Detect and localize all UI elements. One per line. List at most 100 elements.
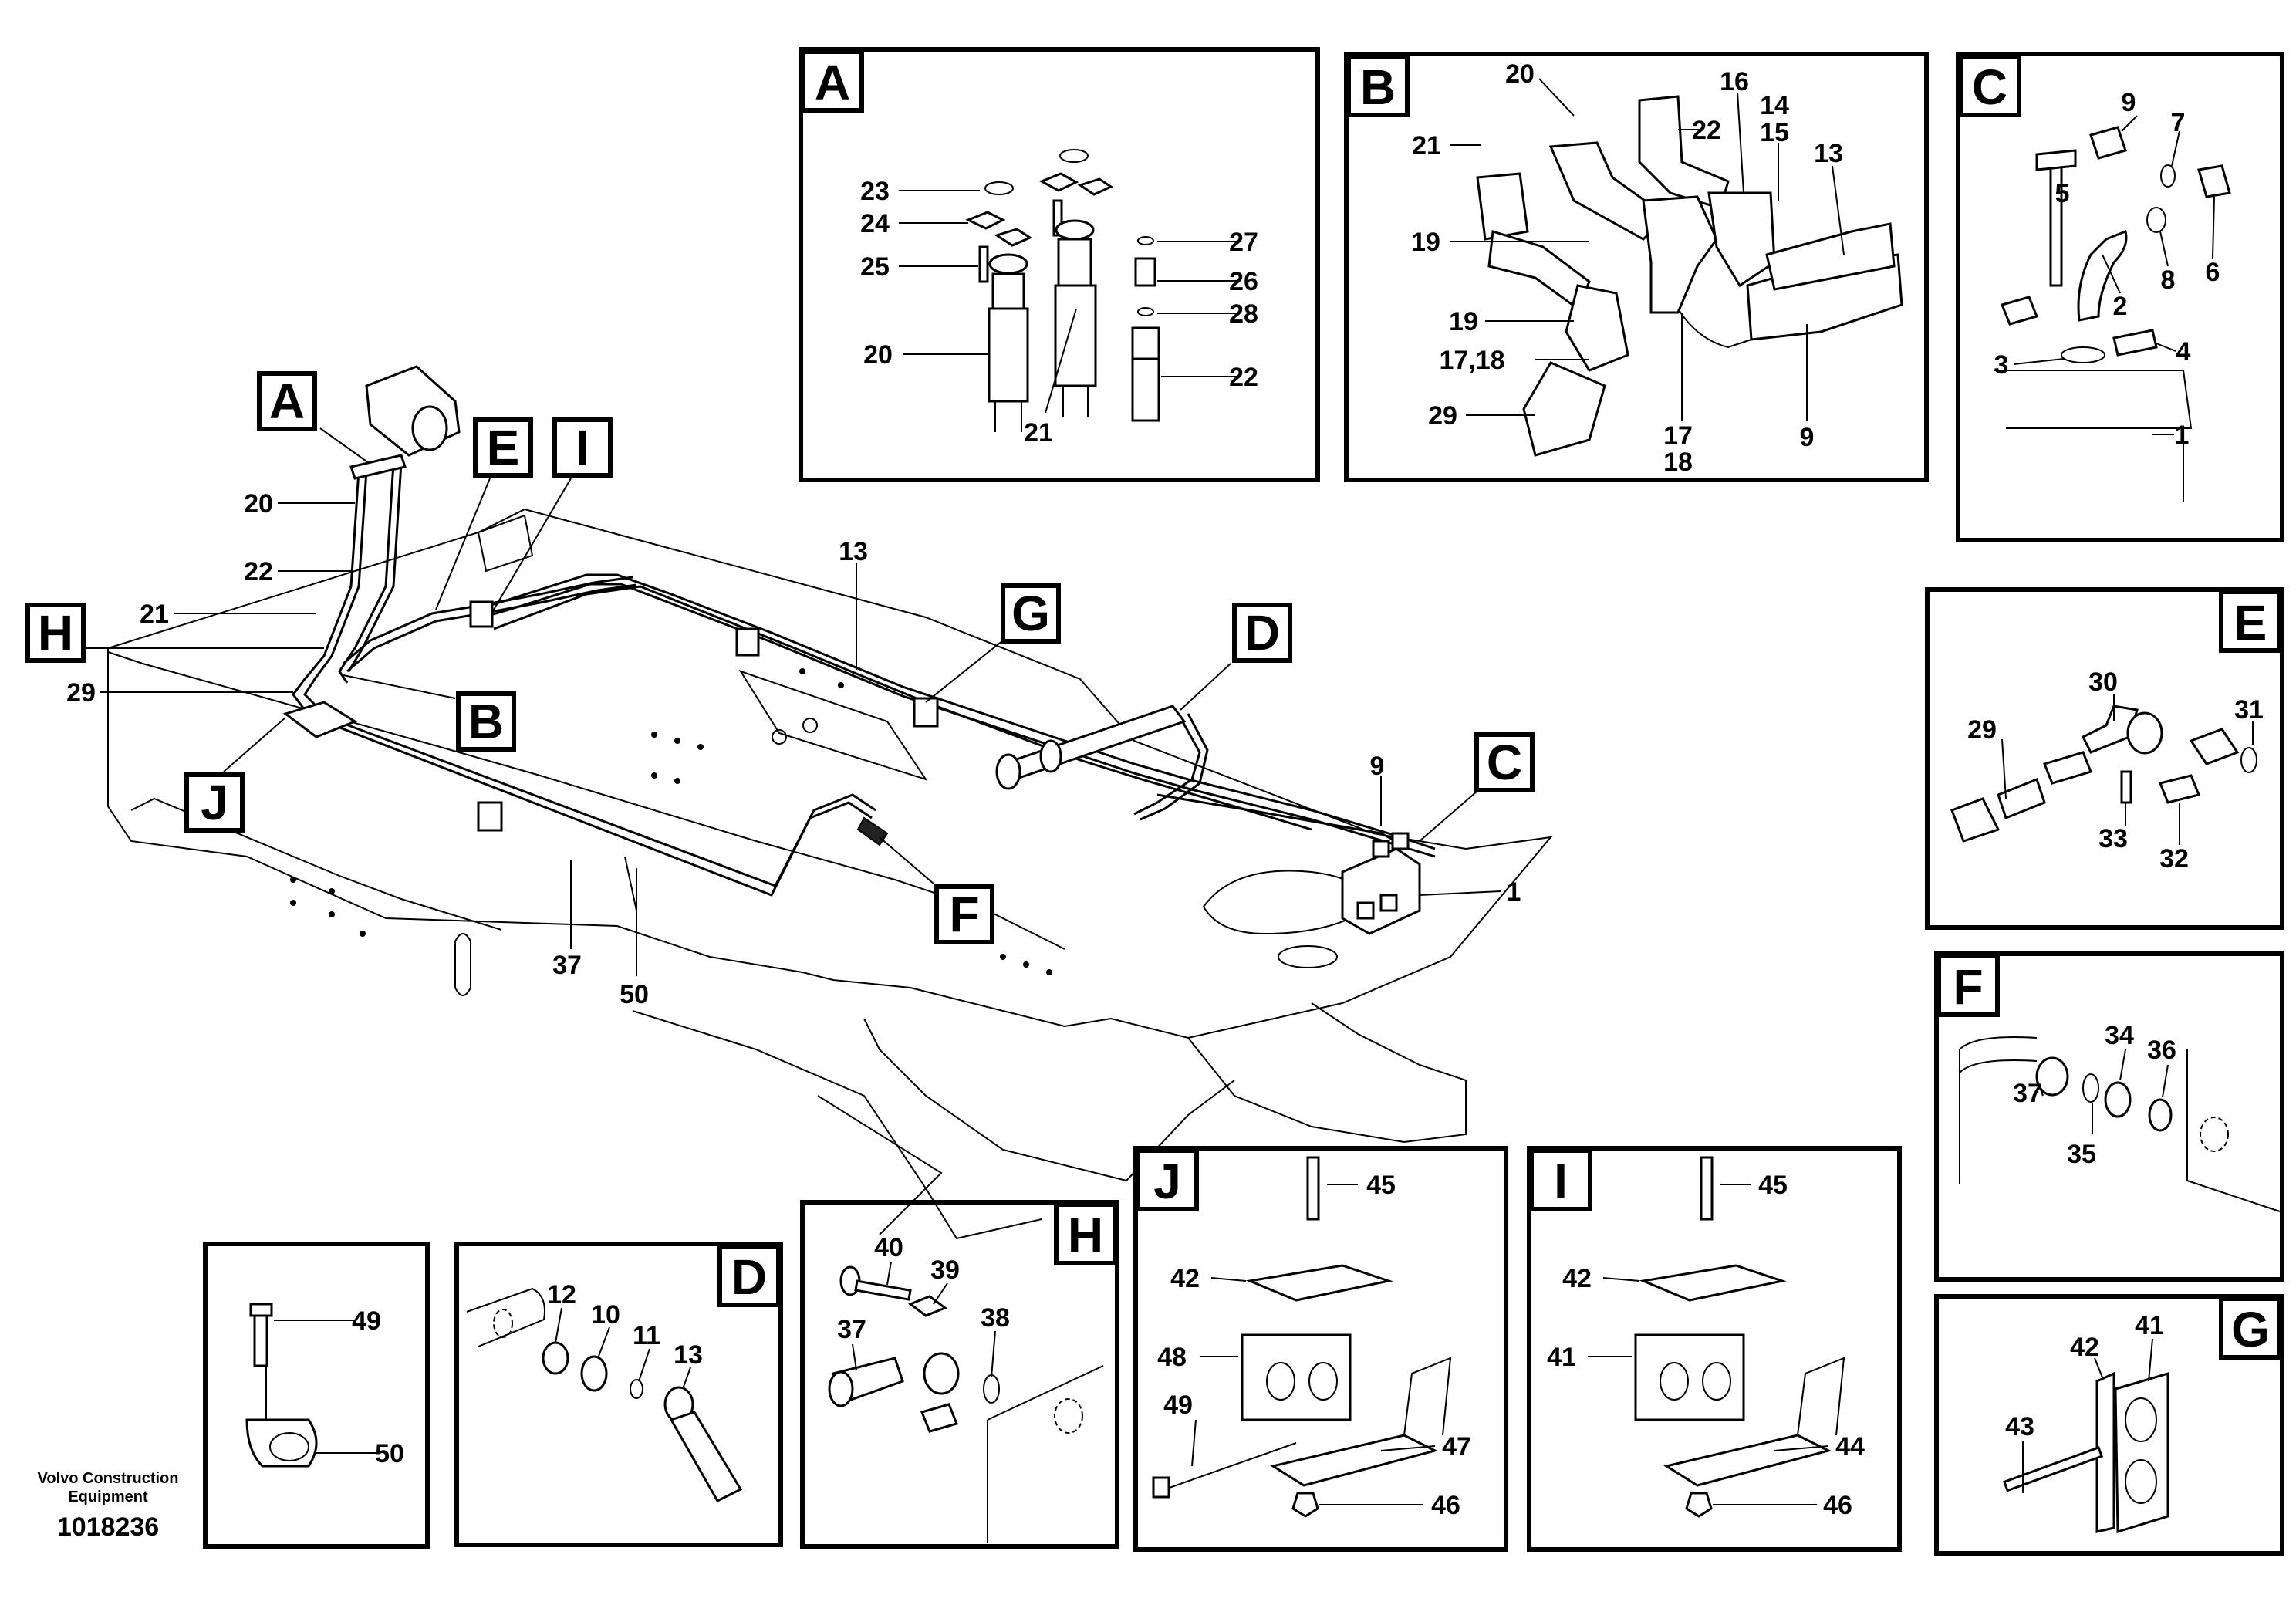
detail-letter: H [1068, 1208, 1103, 1263]
callout-d: D [1232, 603, 1292, 663]
part-number-label: 10 [591, 1300, 620, 1330]
footer-block: Volvo Construction Equipment 1018236 [38, 1470, 179, 1542]
callout-box [257, 371, 317, 431]
part-number-label: 45 [1366, 1171, 1396, 1200]
detail-j-drawing [1152, 1156, 1452, 1518]
callout-g: G [1001, 583, 1061, 644]
part-number-label: 40 [874, 1233, 903, 1262]
detail-f-drawing [1959, 1036, 2281, 1212]
part-number-label: 50 [375, 1439, 404, 1468]
part-number-label: 6 [2206, 258, 2220, 287]
part-number-label: 27 [1229, 228, 1258, 257]
callout-letter: F [949, 887, 979, 942]
part-number-label: 8 [2161, 265, 2176, 295]
callout-letter: E [487, 420, 520, 475]
detail-a-drawing [899, 149, 1238, 432]
detail-letter: A [815, 55, 850, 110]
callout-letter: J [201, 775, 228, 830]
callout-box [25, 603, 86, 663]
document-number: 1018236 [57, 1512, 159, 1542]
detail-clamp-drawing [245, 1303, 378, 1468]
part-number-label: 13 [839, 537, 868, 566]
part-number-label: 45 [1758, 1171, 1788, 1200]
part-number-label: 31 [2234, 695, 2264, 725]
callout-f: F [934, 884, 994, 944]
detail-letter: E [2234, 595, 2267, 650]
callout-letter: B [468, 694, 504, 749]
part-number-label: 20 [244, 489, 273, 519]
part-number-label: 22 [244, 557, 273, 586]
callout-letter: I [576, 420, 589, 475]
detail-letter-h: H [1054, 1202, 1117, 1265]
detail-letter: B [1360, 59, 1396, 115]
callout-h: H [25, 603, 86, 663]
detail-letter-box [1136, 1148, 1199, 1211]
callout-box [934, 884, 994, 944]
part-number-label: 29 [1428, 401, 1457, 431]
main-view [85, 365, 1553, 1240]
detail-letter: F [1953, 959, 1983, 1015]
part-number-label: 19 [1411, 228, 1440, 257]
part-number-label: 35 [2067, 1140, 2096, 1169]
part-number-label: 11 [633, 1321, 660, 1350]
detail-letter-i: I [1529, 1148, 1592, 1211]
part-number-label: 22 [1692, 116, 1721, 145]
part-number-label: 21 [1024, 418, 1053, 448]
part-number-label: 30 [2088, 667, 2118, 697]
detail-c-drawing [1994, 115, 2231, 502]
detail-letter: C [1972, 59, 2007, 115]
part-number-label: 7 [2171, 108, 2186, 137]
detail-letters: A B C E F G D HJ I [718, 49, 2282, 1360]
detail-d-drawing [466, 1287, 743, 1502]
callout-c: C [1474, 732, 1535, 792]
part-number-label: 15 [1760, 118, 1789, 147]
detail-e-drawing [1950, 694, 2257, 845]
detail-letter-box [1936, 954, 2000, 1017]
part-number-label: 21 [140, 600, 169, 629]
part-number-label: 44 [1835, 1432, 1865, 1461]
part-number-label: 37 [2013, 1079, 2042, 1108]
detail-i-drawing [1588, 1156, 1845, 1518]
callout-box [1001, 583, 1061, 644]
detail-letter-b: B [1346, 54, 1410, 117]
part-number-label: 23 [860, 177, 890, 206]
part-number-label: 46 [1431, 1491, 1460, 1520]
part-number-label: 42 [1562, 1264, 1592, 1293]
part-number-label: 2 [2113, 292, 2128, 321]
part-number-label: 41 [2135, 1311, 2164, 1340]
detail-g-drawing [2003, 1338, 2169, 1534]
detail-letter-box [718, 1244, 781, 1307]
detail-letter: J [1153, 1154, 1181, 1209]
part-number-label: 14 [1760, 91, 1789, 120]
part-number-label: 37 [552, 951, 582, 980]
company-name-line1: Volvo Construction [38, 1470, 179, 1487]
detail-letter-g: G [2219, 1296, 2282, 1360]
part-number-label: 12 [547, 1280, 576, 1309]
part-number-label: 3 [1994, 350, 2009, 380]
detail-letter: D [731, 1249, 767, 1305]
detail-letter-j: J [1136, 1148, 1199, 1211]
part-number-label: 22 [1229, 363, 1258, 392]
callout-letter: C [1487, 735, 1522, 790]
callout-box [1474, 732, 1535, 792]
part-number-label: 38 [981, 1303, 1010, 1333]
callout-box [456, 691, 516, 752]
control-valve-1 [1341, 832, 1421, 935]
callout-box [552, 417, 613, 478]
part-number-label: 29 [1967, 715, 1997, 745]
callout-box [1232, 603, 1292, 663]
part-number-label: 5 [2055, 179, 2070, 208]
part-number-label: 25 [860, 252, 890, 282]
part-number-label: 26 [1229, 267, 1258, 296]
part-number-label: 4 [2176, 337, 2191, 367]
detail-h-drawing [828, 1261, 1104, 1543]
part-number-label: 1 [2175, 421, 2190, 450]
part-number-label: 39 [930, 1255, 960, 1285]
part-number-label: 16 [1720, 67, 1749, 96]
callout-i: I [552, 417, 613, 478]
detail-letter-box [2219, 590, 2282, 653]
part-number-label: 29 [66, 678, 96, 708]
